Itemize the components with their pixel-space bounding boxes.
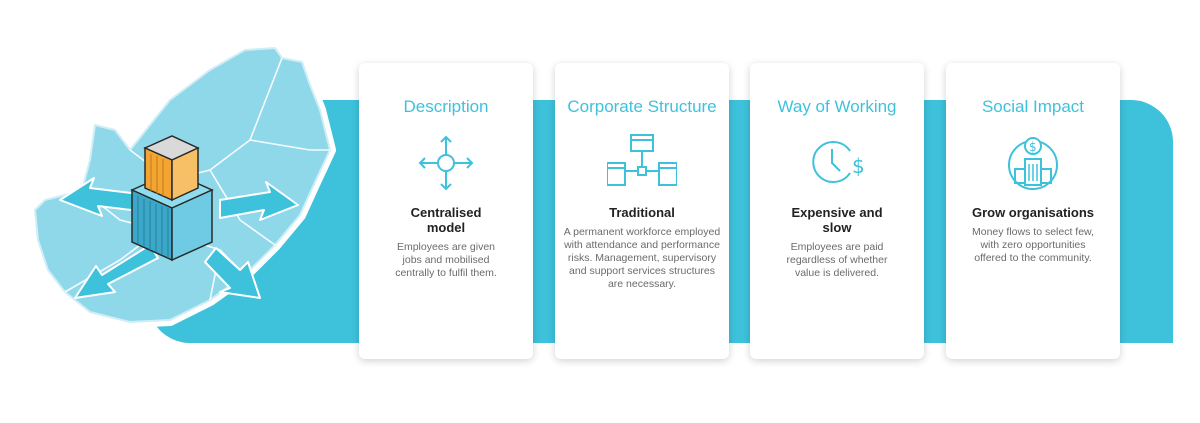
card-title: Corporate Structure bbox=[567, 96, 717, 116]
card-title: Description bbox=[403, 96, 489, 116]
arrows bbox=[59, 177, 299, 299]
card-subtitle: Traditional bbox=[609, 205, 675, 220]
svg-text:$: $ bbox=[852, 154, 865, 178]
card-title: Social Impact bbox=[981, 96, 1085, 116]
card-way-of-working: Way of Working $ Expensive and slow Empl… bbox=[750, 63, 924, 359]
tower-icon bbox=[130, 135, 214, 262]
card-subtitle: Expensive and slow bbox=[791, 205, 883, 235]
card-description: Description Centralised model Employees … bbox=[359, 63, 533, 359]
dollar-building-icon: $ bbox=[1008, 137, 1058, 190]
card-body: Employees are given jobs and mobilised c… bbox=[395, 241, 497, 279]
card-body: Money flows to select few, with zero opp… bbox=[972, 226, 1094, 264]
south-africa-map-illustration bbox=[29, 42, 336, 328]
card-corporate-structure: Corporate Structure Traditional A perman… bbox=[555, 63, 729, 359]
card-body: A permanent workforce employed with atte… bbox=[563, 226, 721, 290]
card-subtitle: Centralised model bbox=[410, 205, 482, 235]
card-social-impact: Social Impact $ Grow organisations Money… bbox=[946, 63, 1120, 359]
clock-dollar-icon: $ bbox=[812, 141, 865, 183]
org-structure-icon bbox=[607, 134, 677, 186]
card-body: Employees are paid regardless of whether… bbox=[786, 241, 888, 279]
move-arrows-icon bbox=[418, 135, 474, 191]
card-title: Way of Working bbox=[777, 96, 897, 116]
card-subtitle: Grow organisations bbox=[971, 205, 1095, 220]
svg-text:$: $ bbox=[1029, 140, 1037, 154]
